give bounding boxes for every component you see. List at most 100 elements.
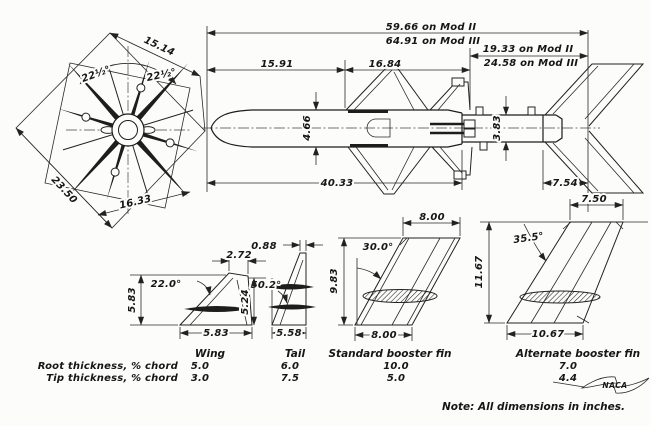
span-lower-dim: 16.33 [118,194,152,212]
lower-wing [347,146,431,195]
tail-detail: 0.88 50.2° 5.24 5.58 Tail 6.0 7.5 [238,239,323,384]
tail-tip-ext-lines [299,240,307,251]
logo-text: NACA [602,381,627,390]
wing-sweep-dim: 22.0° [151,279,182,290]
wing-section-bar [184,306,250,312]
booster-length-mod3: 24.58 on Mod III [484,58,578,69]
angle-left-label: 22½° [80,63,112,85]
naca-logo: NACA [552,376,650,394]
booster-body [462,114,563,143]
thickness-table: Root thickness, % chord Tip thickness, %… [38,361,179,384]
wing-tip-chord-dim: 2.72 [226,250,251,261]
side-view: 59.66 on Mod II 64.91 on Mod III 19.33 o… [202,20,645,212]
booster-length-mod2: 19.33 on Mod II [483,44,574,55]
standard-fin-span-dim: 9.83 [329,268,340,293]
upper-booster-fin-inner [552,63,635,120]
dim-line-span-lower [97,191,191,216]
standard-fin-sweep-dim: 30.0° [363,242,394,253]
span-diagonal-dim: 23.50 [49,175,79,206]
wing-base-ext-lines [130,324,253,339]
logo-right-wing [613,377,650,394]
wing-sweep-leader [196,280,212,296]
standard-fin-outline [354,237,461,326]
tail-sweep-dim: 50.2° [251,280,282,291]
extension-lines [206,26,589,212]
wing-outline [178,272,253,326]
launch-lug-rear [527,106,536,116]
tail-label: Tail [285,348,306,360]
tail-inner-lines [271,259,304,326]
lower-booster-fin-inner [552,137,635,194]
upper-booster-fin [544,63,645,127]
dim-line-span-upper [109,32,201,77]
dim-line-span-diagonal [15,127,113,229]
upper-wing [345,65,429,111]
tail-section-bar-lower [268,304,316,310]
logo-left-wing [580,376,618,389]
alternate-booster-fin-detail: 7.50 35.5° 11.67 10.67 Alternate booster… [472,192,648,384]
standard-fin-tip-thickness: 5.0 [387,373,405,384]
angle-arc [79,62,177,85]
nose-to-wing-dim: 15.91 [261,59,294,70]
wing-detail: 2.72 22.0° 5.83 5.83 Wing 5.0 3.0 [125,248,266,384]
booster-fin-chord-dim: 7.54 [552,178,577,189]
wing-bay-dim: 16.84 [369,59,402,70]
standard-booster-fin-detail: 8.00 30.0° 9.83 8.00 Standard booster fi… [327,210,461,384]
missile-body [210,109,463,148]
logo-leader-line [552,381,585,388]
front-view: 15.14 22½° 22½° 23.50 16.33 [15,32,206,229]
tail-root-thickness: 6.0 [281,361,299,372]
standard-fin-root-thickness: 10.0 [383,361,408,372]
tail-tip-thickness: 7.5 [281,373,299,384]
side-rolleron-bottom [463,128,476,138]
wing-root-thickness: 5.0 [191,361,209,372]
alternate-fin-label: Alternate booster fin [515,348,640,360]
alternate-fin-root-chord-dim: 10.67 [532,329,565,340]
standard-fin-inner-lines [360,237,456,326]
standard-fin-section [362,289,438,303]
lower-rolleron [453,170,467,180]
standard-fin-root-chord-dim: 8.00 [371,330,396,341]
alternate-fin-inner-lines [530,221,624,324]
tail-outline [271,252,307,326]
upper-wing-inner-lines [353,69,415,111]
alternate-fin-section [519,290,601,304]
standard-fin-tip-chord-dim: 8.00 [419,212,444,223]
wing-root-chord-dim: 5.83 [203,328,228,339]
alternate-fin-sweep-leader [523,223,547,262]
tail-sweep-leader [277,290,288,304]
tail-tip-chord-dim: 0.88 [251,241,276,252]
tail-section-bar-upper [266,284,314,290]
body-diameter-dim: 4.66 [302,115,313,141]
booster-diameter-dim: 3.83 [492,115,503,140]
wing-span-dim: 5.83 [127,287,138,312]
side-rolleron-top [463,119,476,129]
launch-lug-front [475,106,484,116]
alternate-fin-root-thickness: 7.0 [559,361,577,372]
missile-length-dim: 40.33 [320,178,354,189]
lower-booster-fin [544,130,645,194]
overall-length-mod2: 59.66 on Mod II [386,22,477,33]
alternate-fin-tip-chord-dim: 7.50 [581,194,606,205]
wing-root-shadow-top [348,110,388,113]
tail-root-chord-dim: 5.58 [276,328,301,339]
launch-lug-bottom [479,141,488,151]
body-inner-circle [118,120,138,140]
upper-rolleron [451,77,465,87]
tail-span-dim: 5.24 [240,289,251,314]
wing-tip-thickness: 3.0 [191,373,209,384]
standard-fin-label: Standard booster fin [328,348,451,360]
alternate-fin-outline [506,221,624,324]
standard-fin-sweep-leader [356,267,382,280]
upper-tail-inner-line [437,83,461,111]
alternate-fin-span-dim: 11.67 [474,256,485,289]
span-upper-dim: 15.14 [142,35,176,59]
wing-inner-lines [189,277,248,326]
dimensions-note: Note: All dimensions in inches. [442,401,625,413]
overall-length-mod3: 64.91 on Mod III [386,36,480,47]
root-thickness-row-label: Root thickness, % chord [38,361,179,372]
wing-root-shadow-bottom [350,144,388,147]
tip-thickness-row-label: Tip thickness, % chord [46,373,178,384]
